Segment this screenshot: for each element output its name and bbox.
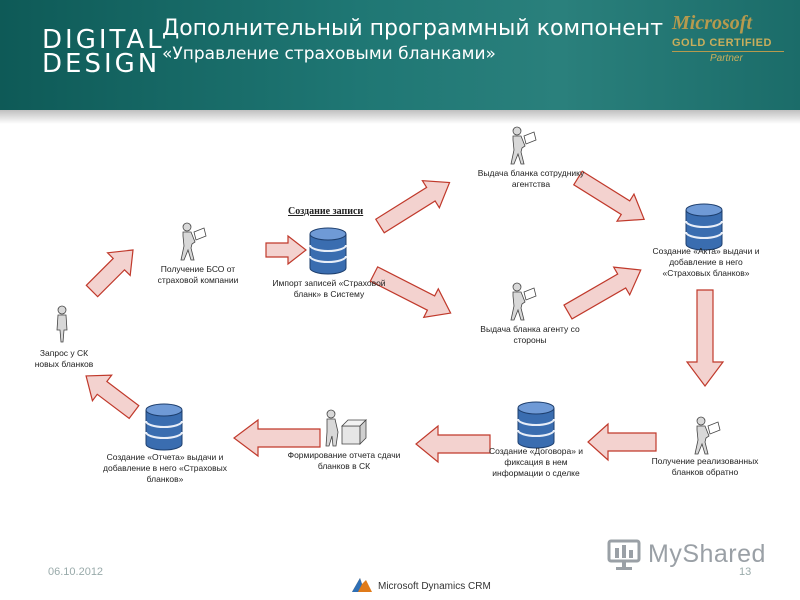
- arrow-report-form-to-create: [233, 418, 321, 458]
- arrow-receive-to-import: [265, 234, 307, 266]
- footer-product-suffix: CRM: [468, 581, 491, 592]
- person-box-icon: [325, 409, 367, 447]
- logo-line-1: DIGITAL: [42, 25, 165, 55]
- arrow-employee-to-act: [572, 170, 646, 222]
- label-contract: Создание «Договора» и фиксация в нем инф…: [488, 446, 584, 478]
- watermark-icon: [607, 539, 641, 570]
- footer-product: Microsoft Dynamics CRM: [378, 581, 491, 592]
- footer-page-number: 13: [739, 566, 752, 578]
- process-diagram: Создание записи Запрос у СК новых бланко…: [30, 126, 766, 498]
- label-issue-agent: Выдача бланка агенту со стороны: [480, 324, 580, 345]
- person-issue-agent-icon: [510, 282, 537, 321]
- database-import-icon: [309, 227, 347, 275]
- watermark-text: MyShared: [648, 540, 766, 568]
- arrow-act-to-receive-sold: [685, 289, 725, 387]
- dynamics-logo-icon: [352, 578, 372, 592]
- arrow-import-to-employee: [374, 179, 451, 234]
- label-report-create: Создание «Отчета» выдачи и добавление в …: [103, 452, 227, 484]
- slide-title: Дополнительный программный компонент: [162, 16, 664, 41]
- slide-subtitle: «Управление страховыми бланками»: [162, 44, 496, 64]
- database-report-icon: [145, 403, 183, 451]
- label-receive-bso: Получение БСО от страховой компании: [157, 264, 239, 285]
- person-request-icon: [56, 305, 68, 343]
- arrow-contract-to-report-form: [415, 424, 491, 464]
- arrow-import-to-agent: [369, 266, 452, 319]
- badge-brand: Microsoft: [672, 12, 752, 34]
- label-request: Запрос у СК новых бланков: [34, 348, 94, 369]
- label-import: Импорт записей «Страховой бланк» в Систе…: [272, 278, 386, 299]
- arrow-create-to-request: [85, 374, 140, 420]
- footer-product-name: Microsoft Dynamics: [378, 581, 466, 592]
- logo-line-2: DESIGN: [42, 49, 161, 79]
- person-issue-employee-icon: [510, 126, 537, 165]
- database-contract-icon: [517, 401, 555, 449]
- arrow-agent-to-act: [563, 266, 642, 320]
- footer-date: 06.10.2012: [48, 566, 104, 578]
- label-act: Создание «Акта» выдачи и добавление в не…: [652, 246, 760, 278]
- label-receive-sold: Получение реализованных бланков обратно: [651, 456, 759, 477]
- company-logo: DIGITAL DESIGN: [42, 25, 165, 79]
- person-receive-icon: [180, 222, 207, 261]
- badge-partner: Partner: [710, 53, 743, 64]
- diagram-heading: Создание записи: [288, 206, 364, 217]
- header-banner: DIGITAL DESIGN Дополнительный программны…: [0, 0, 800, 124]
- badge-level: GOLD CERTIFIED: [672, 37, 784, 52]
- microsoft-gold-badge: Microsoft GOLD CERTIFIED Partner: [672, 13, 784, 69]
- database-act-icon: [685, 203, 723, 251]
- arrow-receive-sold-to-contract: [587, 422, 657, 462]
- watermark: MyShared: [606, 536, 776, 572]
- label-report-form: Формирование отчета сдачи бланков в СК: [287, 450, 401, 471]
- label-issue-employee: Выдача бланка сотруднику агентства: [477, 168, 585, 189]
- person-receive-sold-icon: [694, 416, 721, 455]
- diagram-canvas: [56, 126, 725, 464]
- arrow-request-to-receive: [85, 249, 134, 298]
